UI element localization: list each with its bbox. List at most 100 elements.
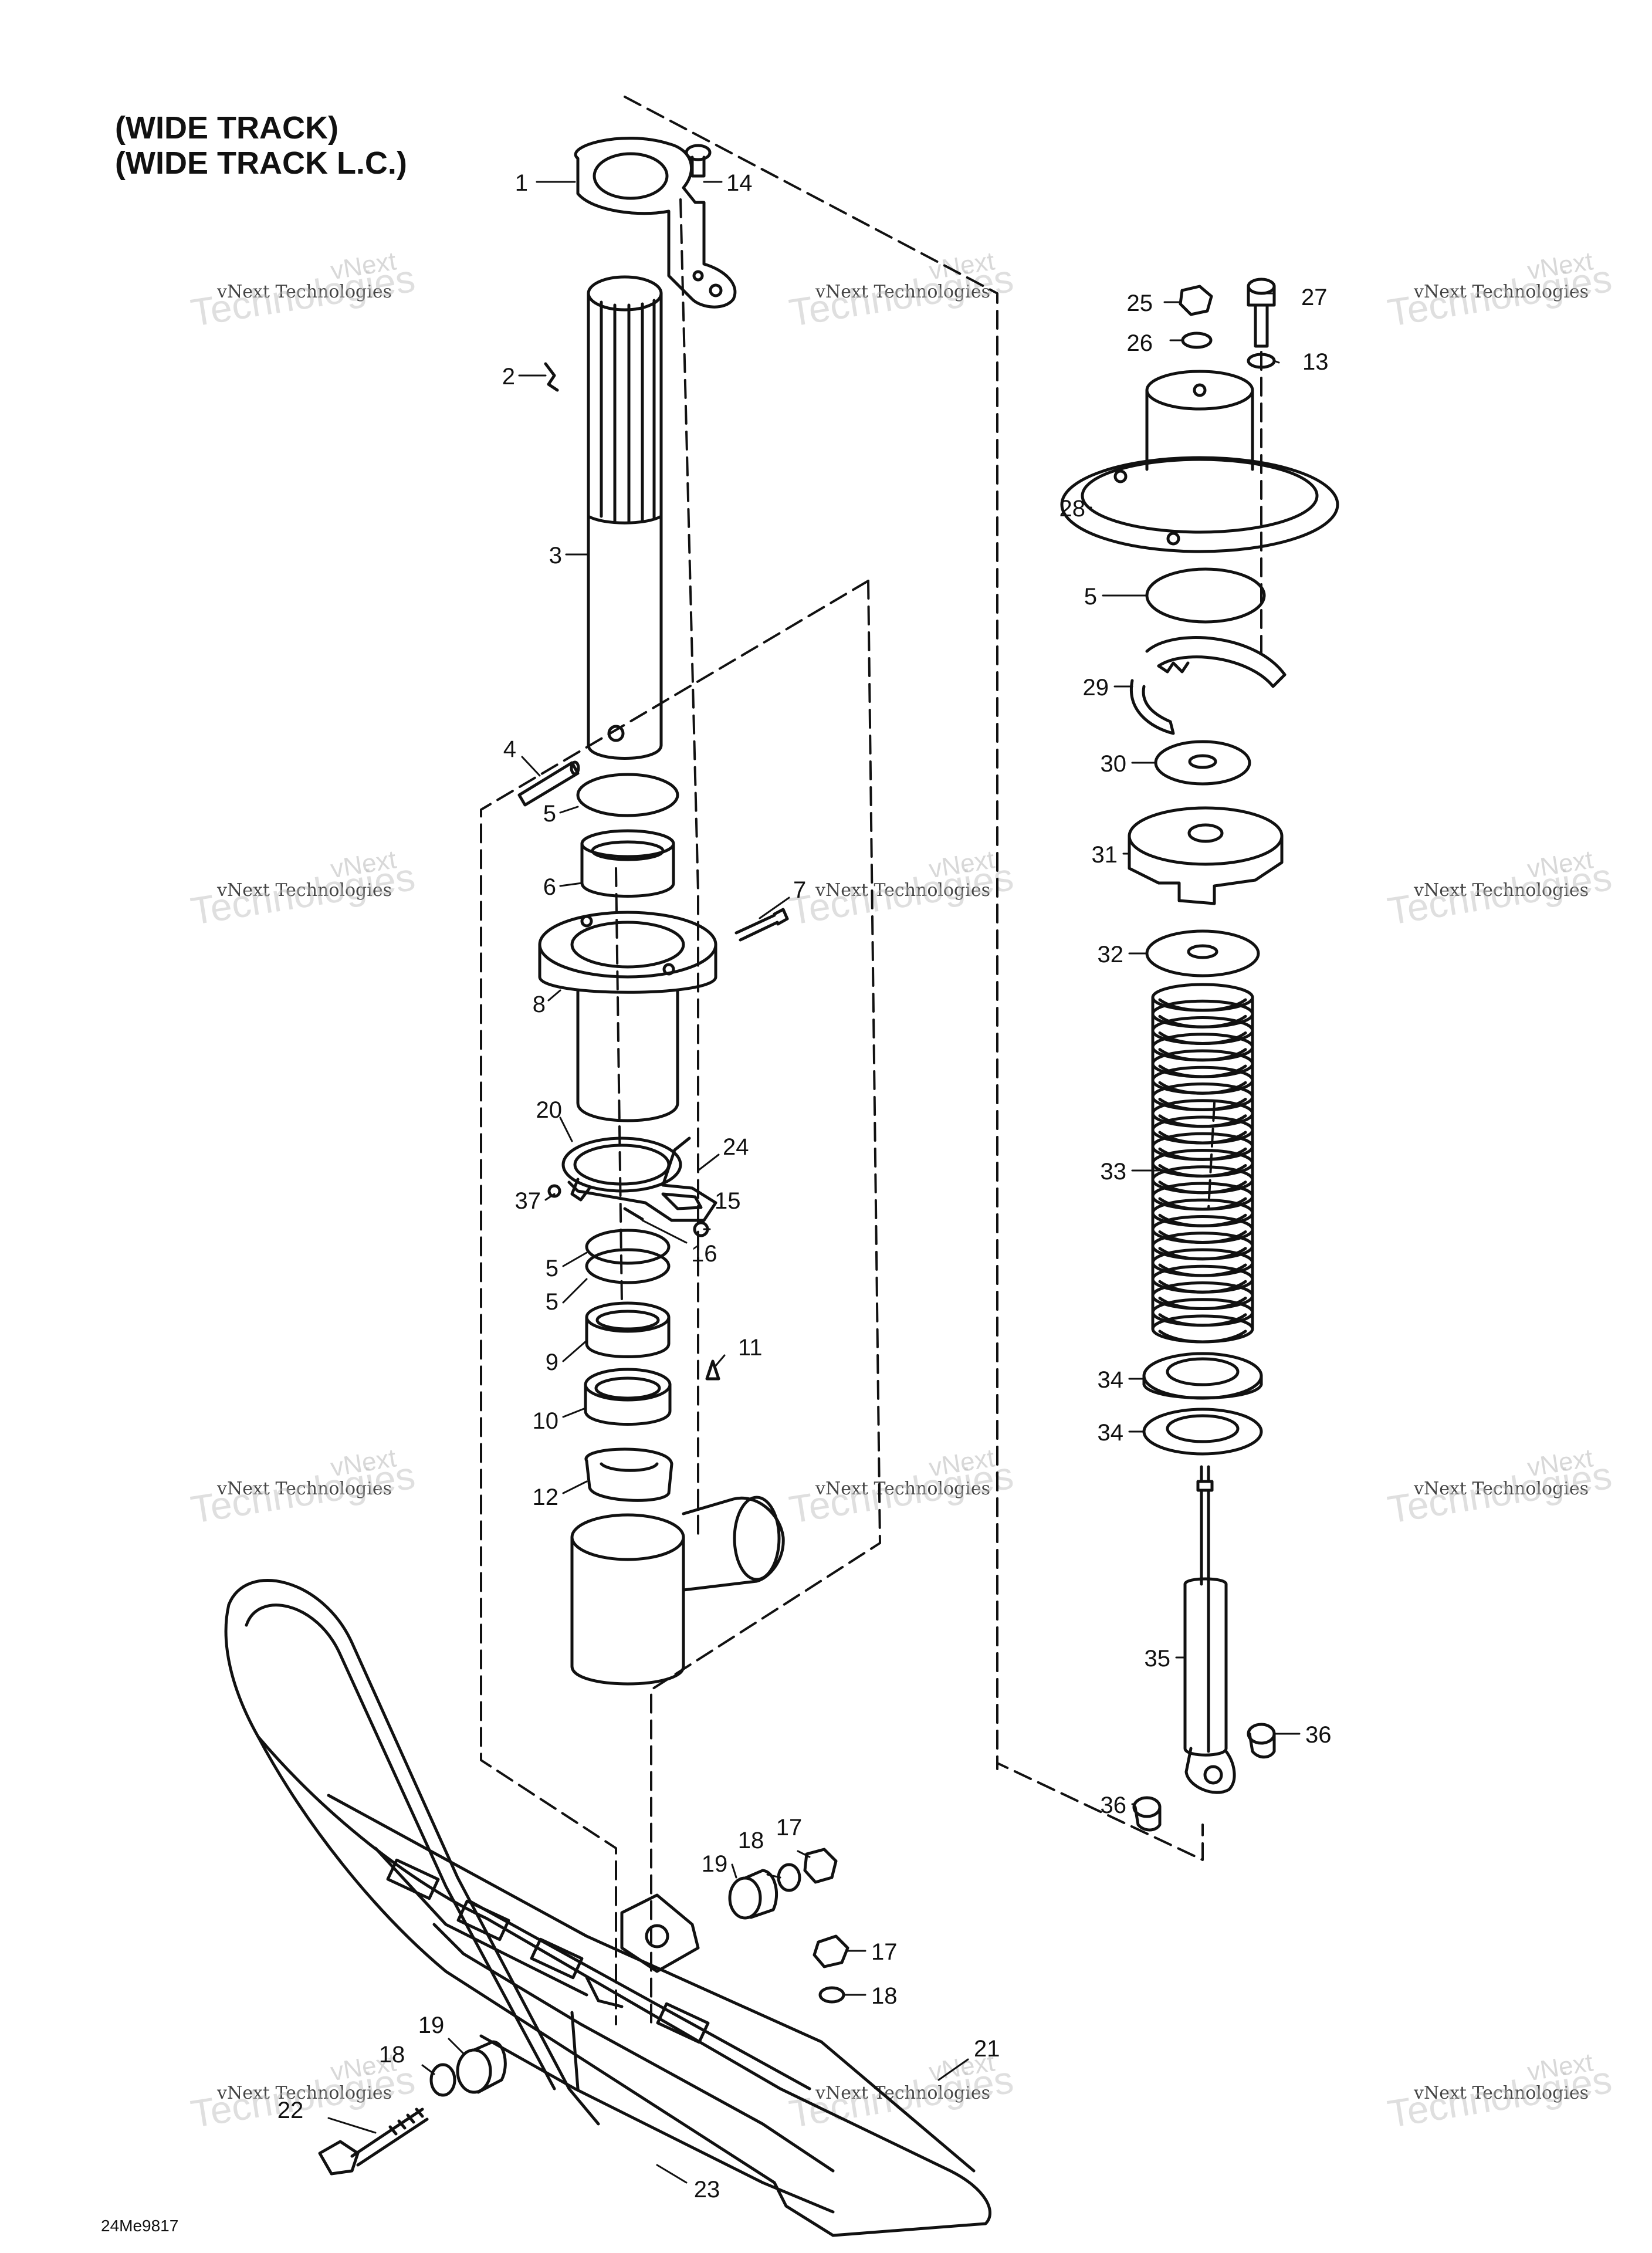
callout-13: 13 bbox=[1302, 349, 1329, 375]
part-clamp bbox=[561, 1136, 717, 1222]
part-washer-18-lower bbox=[818, 1986, 845, 2004]
spring-coil bbox=[1151, 1232, 1254, 1261]
part-half-bushing bbox=[584, 1447, 673, 1502]
spring-coil bbox=[1151, 1049, 1254, 1078]
spring-coil-shading bbox=[1158, 1330, 1247, 1344]
callout-19-left: 19 bbox=[418, 2012, 445, 2038]
part-upper-mount bbox=[1060, 370, 1339, 553]
spring-coil bbox=[1151, 1298, 1254, 1327]
callout-15: 15 bbox=[715, 1188, 741, 1214]
part-coil-spring bbox=[1151, 983, 1254, 1344]
part-pin bbox=[517, 760, 580, 807]
diagram-title-line-2: (WIDE TRACK L.C.) bbox=[115, 146, 407, 181]
part-shock-absorber bbox=[1183, 1465, 1236, 1794]
part-nut-17-right bbox=[803, 1848, 838, 1884]
callout-17-lower: 17 bbox=[871, 1939, 898, 1965]
callout-18-lower: 18 bbox=[871, 1983, 898, 2009]
callout-34-lower: 34 bbox=[1098, 1420, 1124, 1446]
callout-6: 6 bbox=[543, 874, 556, 900]
spring-coil bbox=[1151, 1264, 1254, 1294]
part-screw-37 bbox=[547, 1184, 561, 1198]
callout-27: 27 bbox=[1301, 285, 1328, 310]
callout-8: 8 bbox=[533, 992, 546, 1017]
part-nut-17-lower bbox=[813, 1934, 849, 1968]
callout-9: 9 bbox=[546, 1349, 558, 1375]
part-bushing-9 bbox=[585, 1301, 671, 1358]
part-o-ring bbox=[576, 773, 679, 817]
callout-18-left: 18 bbox=[379, 2042, 405, 2068]
part-o-ring-right bbox=[1145, 567, 1266, 624]
callout-4: 4 bbox=[503, 736, 516, 762]
part-screw-16 bbox=[623, 1207, 644, 1221]
callout-10: 10 bbox=[533, 1408, 559, 1434]
callout-24: 24 bbox=[723, 1134, 749, 1160]
part-grease-fitting-7 bbox=[734, 908, 789, 942]
callout-5-upper: 5 bbox=[543, 801, 556, 827]
part-nut-25 bbox=[1179, 285, 1213, 316]
spring-outline bbox=[1151, 996, 1254, 1331]
spring-coil bbox=[1151, 1082, 1254, 1111]
leader-lines bbox=[327, 181, 1301, 2184]
spring-coil bbox=[1151, 1248, 1254, 1277]
part-bolt-22 bbox=[318, 2107, 429, 2176]
part-ski bbox=[224, 1579, 991, 2237]
part-adjuster-cam bbox=[1128, 806, 1284, 905]
spring-coil bbox=[1151, 999, 1254, 1029]
callout-36-left: 36 bbox=[1101, 1792, 1127, 1818]
callout-17-upper: 17 bbox=[776, 1815, 803, 1841]
callout-23: 23 bbox=[694, 2177, 720, 2203]
spring-coil bbox=[1151, 1182, 1254, 1211]
callout-35: 35 bbox=[1145, 1646, 1171, 1672]
spring-coil bbox=[1151, 1033, 1254, 1062]
part-spring-seat-lower bbox=[1142, 1408, 1263, 1456]
spring-coil bbox=[1151, 1016, 1254, 1045]
part-o-rings-lower bbox=[585, 1229, 671, 1284]
callout-5-lower-b: 5 bbox=[546, 1289, 558, 1315]
spring-coil bbox=[1151, 1065, 1254, 1095]
assembly-guide-lines bbox=[480, 96, 1262, 2031]
callout-31: 31 bbox=[1092, 842, 1118, 868]
callout-28: 28 bbox=[1059, 496, 1086, 522]
callout-32: 32 bbox=[1098, 942, 1124, 967]
part-washer-32 bbox=[1145, 929, 1260, 977]
callout-labels: 1 14 2 3 4 5 6 7 8 20 24 37 15 16 5 5 9 … bbox=[277, 170, 1332, 2203]
spring-coil bbox=[1151, 1198, 1254, 1227]
part-washer-30 bbox=[1154, 740, 1251, 786]
part-washer-26 bbox=[1181, 331, 1213, 349]
document-code: 24Me9817 bbox=[101, 2217, 179, 2235]
callout-21: 21 bbox=[974, 2036, 1000, 2062]
part-washer-18-right bbox=[777, 1863, 801, 1892]
callout-30: 30 bbox=[1101, 751, 1127, 777]
part-bushing-19-left bbox=[456, 2040, 507, 2094]
part-wear-bar bbox=[432, 1923, 835, 2214]
callout-25: 25 bbox=[1127, 290, 1153, 316]
part-bushing-36-right bbox=[1247, 1723, 1276, 1759]
spring-coil bbox=[1151, 983, 1254, 1012]
spring-coil bbox=[1151, 1215, 1254, 1244]
callout-37: 37 bbox=[515, 1188, 541, 1214]
callout-5-right: 5 bbox=[1084, 584, 1097, 610]
part-grease-fitting bbox=[544, 362, 559, 392]
part-spring-seat-upper bbox=[1142, 1352, 1263, 1400]
part-steering-arm bbox=[574, 137, 737, 309]
callout-7: 7 bbox=[793, 877, 806, 903]
spring-coil bbox=[1151, 1149, 1254, 1178]
part-washer-18-left bbox=[429, 2063, 456, 2097]
callout-2: 2 bbox=[502, 364, 515, 390]
callout-19-upper: 19 bbox=[702, 1851, 728, 1877]
part-housing bbox=[538, 911, 717, 1122]
part-retaining-ring bbox=[1130, 636, 1287, 735]
spring-coil bbox=[1151, 1165, 1254, 1195]
part-ski-leg bbox=[570, 1496, 785, 1686]
callout-5-lower-a: 5 bbox=[546, 1256, 558, 1281]
callout-16: 16 bbox=[691, 1241, 717, 1267]
part-spindle bbox=[587, 275, 663, 760]
callout-29: 29 bbox=[1083, 675, 1109, 701]
part-bolt-14 bbox=[685, 144, 712, 178]
callout-26: 26 bbox=[1127, 330, 1153, 356]
callout-14: 14 bbox=[726, 170, 753, 196]
callout-33: 33 bbox=[1101, 1159, 1127, 1185]
spring-coil bbox=[1151, 1314, 1254, 1344]
